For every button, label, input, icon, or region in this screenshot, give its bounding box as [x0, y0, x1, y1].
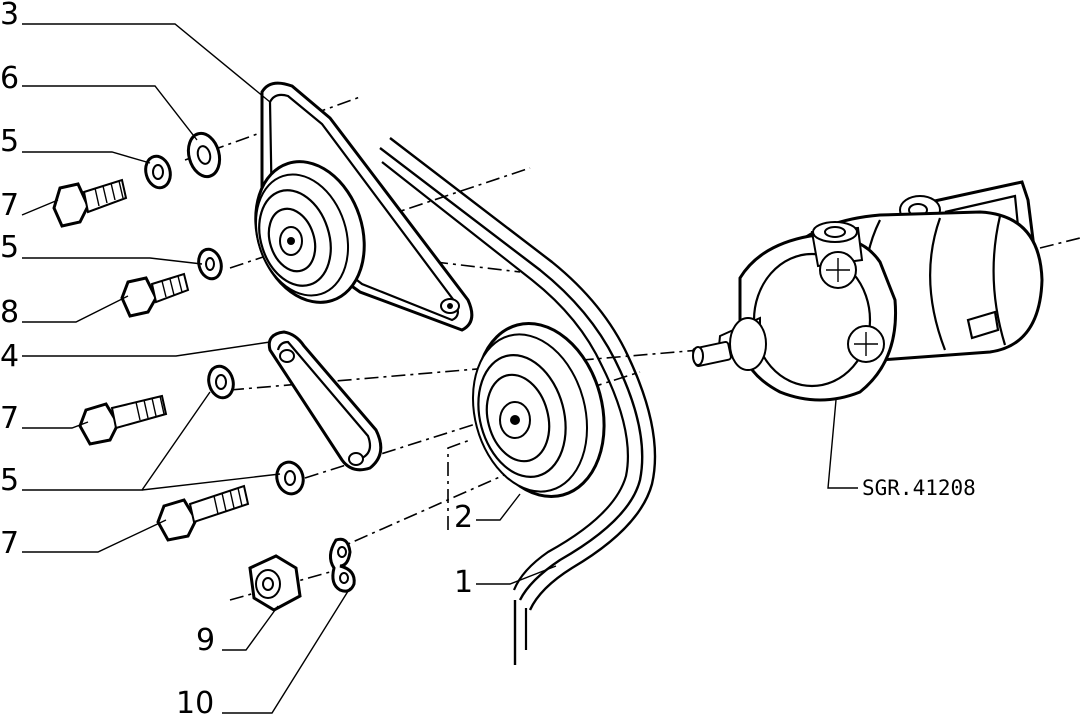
callout-6: 6	[0, 61, 19, 96]
adjusting-link	[267, 330, 383, 472]
callout-7: 7	[0, 188, 19, 223]
callout-5: 5	[0, 463, 19, 498]
leader-lines	[21, 23, 858, 714]
bolt-tensioner	[120, 272, 190, 318]
pulley	[471, 321, 606, 499]
callout-7: 7	[0, 401, 19, 436]
drive-belt	[379, 137, 657, 665]
callout-labels: 3 6 5 7 5 8 4 7 5 7 2 1 9 10 SGR.41208	[0, 0, 976, 715]
bolt-lower	[156, 484, 250, 542]
tensioner-bracket-assembly	[254, 81, 474, 332]
callout-10: 10	[176, 686, 214, 715]
callout-1: 1	[454, 565, 473, 600]
callout-7: 7	[0, 526, 19, 561]
bolt-middle	[78, 394, 168, 446]
callout-8: 8	[0, 295, 19, 330]
callout-2: 2	[454, 500, 473, 535]
callout-5: 5	[0, 124, 19, 159]
reference-code: SGR.41208	[862, 476, 976, 500]
callout-4: 4	[0, 339, 19, 374]
callout-9: 9	[196, 623, 215, 658]
callout-3: 3	[0, 0, 19, 32]
callout-5: 5	[0, 230, 19, 265]
washers	[144, 131, 305, 496]
nut	[248, 554, 302, 612]
lock-washer	[329, 537, 356, 593]
power-steering-pump	[692, 180, 1044, 402]
bolt-upper	[52, 178, 128, 228]
